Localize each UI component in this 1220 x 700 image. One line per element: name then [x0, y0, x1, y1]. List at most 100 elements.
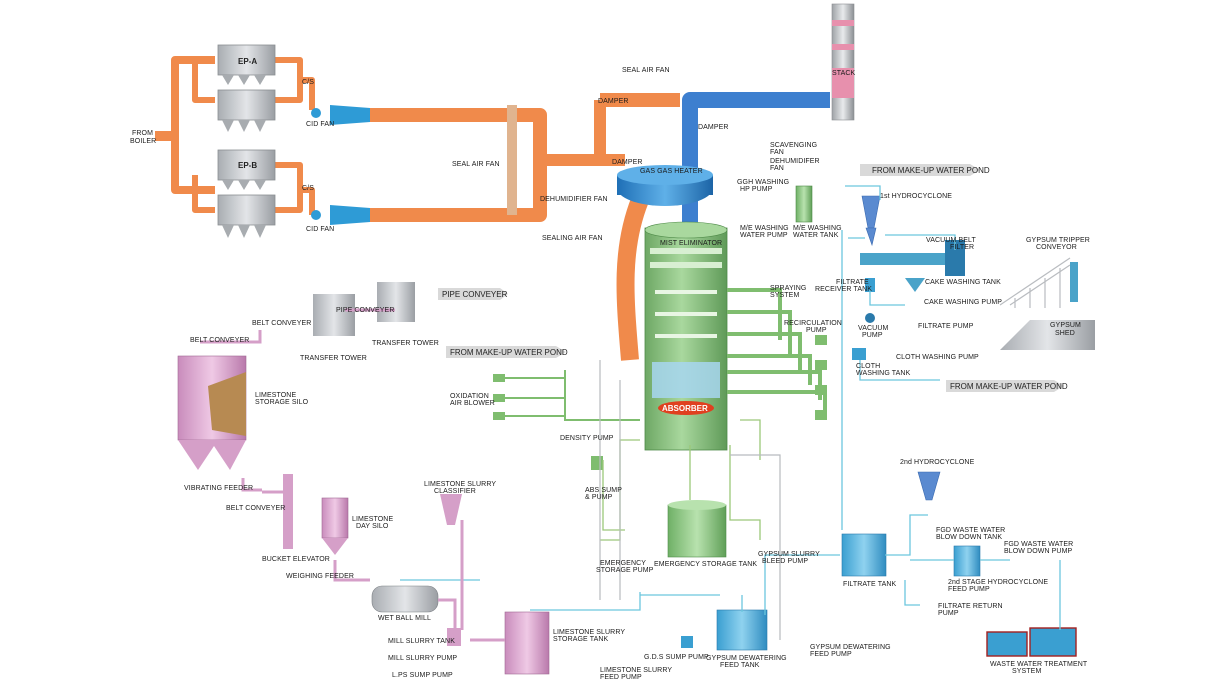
gas-gas-heater — [617, 165, 713, 206]
tag-pipe-conveyer-text: PIPE CONVEYER — [442, 290, 508, 299]
gypsum-tripper-conveyor — [999, 257, 1071, 308]
recirculation-piping — [727, 288, 827, 420]
cid-fan-b — [311, 205, 370, 225]
label-dehumidifier-fan-right-1: DEHUMIDIFER — [770, 158, 820, 165]
tag-pipe-conveyer: PIPE CONVEYER — [438, 288, 508, 300]
label-filtrate-receiver-1: FILTRATE — [836, 279, 869, 286]
label-blow-down-tank-2: BLOW DOWN TANK — [936, 534, 1002, 541]
label-dehumidifier-fan-left: DEHUMIDIFIER FAN — [540, 196, 608, 203]
label-vacuum-belt-filter-2: FILTER — [950, 244, 974, 251]
label-oxidation-1: OXIDATION — [450, 393, 489, 400]
label-vacuum-pump-2: PUMP — [862, 332, 883, 339]
limestone-day-silo — [321, 497, 349, 555]
label-ep-b: EP-B — [238, 161, 257, 170]
label-transfer-tower-right: TRANSFER TOWER — [372, 340, 439, 347]
label-spraying-system-1: SPRAYING — [770, 285, 806, 292]
label-mist-eliminator: MIST ELIMINATOR — [660, 240, 722, 247]
label-gd-feed-tank-2: FEED TANK — [720, 662, 760, 669]
label-gypsum-shed-2: SHED — [1055, 330, 1075, 337]
label-ls-storage-silo-2: STORAGE SILO — [255, 399, 309, 406]
vacuum-belt-filter — [860, 240, 965, 276]
tag-from-makeup-mid-text: FROM MAKE-UP WATER POND — [450, 348, 568, 357]
label-filtrate-tank: FILTRATE TANK — [843, 581, 897, 588]
label-cid-fan-b: CID FAN — [306, 226, 334, 233]
label-lps-sump-pump: L.PS SUMP PUMP — [392, 672, 453, 679]
ep-a — [217, 44, 276, 132]
label-blow-down-pump-2: BLOW DOWN PUMP — [1004, 548, 1073, 555]
tag-from-makeup-right: FROM MAKE-UP WATER POND — [946, 380, 1068, 392]
label-hc-feed-pump-1: 2nd STAGE HYDROCYCLONE — [948, 579, 1048, 586]
label-ls-day-silo-2: DAY SILO — [356, 523, 389, 530]
label-belt-conveyer-top: BELT CONVEYER — [252, 320, 311, 327]
label-ls-day-silo-1: LIMESTONE — [352, 516, 393, 523]
label-emergency-pump-2: STORAGE PUMP — [596, 567, 654, 574]
label-bleed-pump-1: GYPSUM SLURRY — [758, 551, 820, 558]
slurry-lines — [400, 185, 1061, 630]
label-me-washing-pump-1: M/E WASHING — [740, 225, 789, 232]
label-wwt-2: SYSTEM — [1012, 668, 1041, 675]
label-ls-storage-silo-1: LIMESTONE — [255, 392, 296, 399]
cake-washing-tank — [905, 278, 925, 292]
fgd-blow-down-tank — [953, 545, 981, 577]
label-filtrate-pump: FILTRATE PUMP — [918, 323, 974, 330]
oxidation-air-blowers — [493, 374, 505, 420]
gypsum-shed — [1000, 320, 1095, 350]
cloth-washing-tank — [852, 348, 866, 360]
label-abs-sump-2: & PUMP — [585, 494, 613, 501]
label-bleed-pump-2: BLEED PUMP — [762, 558, 808, 565]
label-dehumidifier-fan-right-2: FAN — [770, 165, 784, 172]
tag-from-makeup-top: FROM MAKE-UP WATER POND — [860, 164, 990, 176]
label-belt-conveyer-left: BELT CONVEYER — [190, 337, 249, 344]
label-mill-slurry-tank: MILL SLURRY TANK — [388, 638, 455, 645]
wet-ball-mill — [371, 585, 439, 613]
label-cloth-washing-pump: CLOTH WASHING PUMP — [896, 354, 979, 361]
gds-sump — [681, 636, 693, 648]
label-cloth-washing-tank-1: CLOTH — [856, 363, 880, 370]
label-first-hydrocyclone: 1st HYDROCYCLONE — [880, 193, 952, 200]
label-hc-feed-pump-2: FEED PUMP — [948, 586, 990, 593]
label-blow-down-pump-1: FGD WASTE WATER — [1004, 541, 1073, 548]
label-ggh-washing-1: GGH WASHING — [737, 179, 789, 186]
label-from-boiler-2: BOILER — [130, 138, 156, 145]
label-ep-a: EP-A — [238, 57, 257, 66]
label-me-washing-pump-2: WATER PUMP — [740, 232, 788, 239]
label-ls-feed-pump-1: LIMESTONE SLURRY — [600, 667, 672, 674]
label-filtrate-receiver-2: RECEIVER TANK — [815, 286, 872, 293]
label-sealing-air-fan: SEALING AIR FAN — [542, 235, 603, 242]
label-filtrate-return-1: FILTRATE RETURN — [938, 603, 1003, 610]
label-gd-feed-pump-2: FEED PUMP — [810, 651, 852, 658]
label-scavenging-fan-1: SCAVENGING — [770, 142, 817, 149]
label-cake-washing-pump: CAKE WASHING PUMP — [924, 299, 1002, 306]
label-gd-feed-pump-1: GYPSUM DEWATERING — [810, 644, 891, 651]
second-hydrocyclone — [917, 471, 941, 501]
label-seal-air-fan-top: SEAL AIR FAN — [622, 67, 670, 74]
label-recirc-pump-1: RECIRCULATION — [784, 320, 842, 327]
label-from-boiler-1: FROM — [132, 130, 153, 137]
label-ls-storage-tank-2: STORAGE TANK — [553, 636, 608, 643]
label-emergency-tank: EMERGENCY STORAGE TANK — [654, 561, 757, 568]
label-gd-feed-tank-1: GYPSUM DEWATERING — [706, 655, 787, 662]
waste-water-treatment-tanks — [986, 627, 1077, 657]
label-gds-sump-pump: G.D.S SUMP PUMP — [644, 654, 709, 661]
vacuum-pump — [865, 313, 875, 323]
label-emergency-pump-1: EMERGENCY — [600, 560, 646, 567]
label-cs-b: C/S — [302, 185, 314, 192]
label-gas-gas-heater: GAS GAS HEATER — [640, 168, 703, 175]
label-ggh-washing-2: HP PUMP — [740, 186, 773, 193]
label-ls-feed-pump-2: FEED PUMP — [600, 674, 642, 681]
label-classifier-2: CLASSIFIER — [434, 488, 476, 495]
label-classifier-1: LIMESTONE SLURRY — [424, 481, 496, 488]
cid-fan-a — [311, 105, 370, 125]
tripper-chute — [1070, 262, 1078, 302]
flue-gas-ducts — [155, 56, 680, 361]
label-me-washing-tank-1: M/E WASHING — [793, 225, 842, 232]
label-cake-washing-tank: CAKE WASHING TANK — [925, 279, 1001, 286]
label-weighing-feeder: WEIGHING FEEDER — [286, 573, 354, 580]
label-absorber: ABSORBER — [662, 404, 708, 413]
label-seal-air-fan-mid: SEAL AIR FAN — [452, 161, 500, 168]
label-tripper-2: CONVEYOR — [1036, 244, 1077, 251]
label-vacuum-pump-1: VACUUM — [858, 325, 888, 332]
label-stack: STACK — [832, 70, 856, 77]
label-me-washing-tank-2: WATER TANK — [793, 232, 839, 239]
transfer-towers — [313, 282, 415, 336]
